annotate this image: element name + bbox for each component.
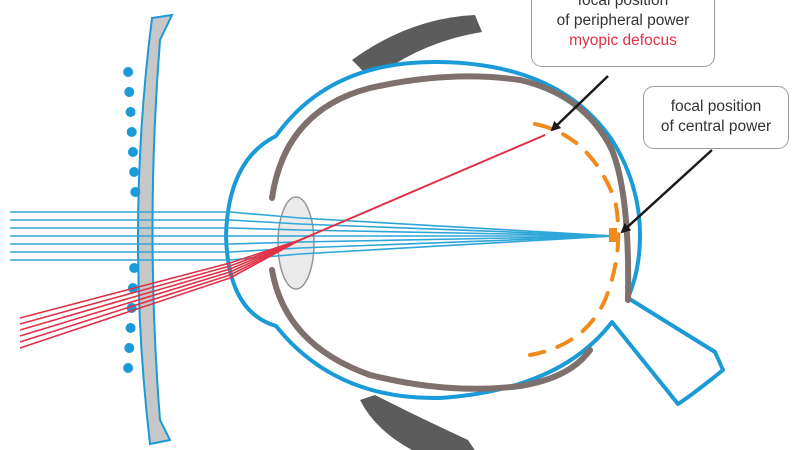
lens-dimple bbox=[125, 323, 136, 333]
choroid-upper bbox=[269, 73, 632, 303]
spectacle-lens bbox=[123, 13, 174, 446]
lens-dimple bbox=[127, 147, 138, 157]
peripheral-callout-line1: focal position bbox=[577, 0, 669, 9]
arrow-pointer-icon bbox=[620, 149, 713, 234]
lens-dimple bbox=[126, 127, 137, 137]
peripheral-callout-line2: of peripheral power bbox=[556, 12, 690, 29]
peripheral-focal-marker bbox=[528, 122, 621, 357]
central-focus-callout: focal position of central power bbox=[643, 86, 789, 149]
central-ray bbox=[10, 211, 615, 237]
central-ray bbox=[10, 235, 615, 253]
lens-dimple bbox=[124, 87, 135, 97]
lens-dimple bbox=[124, 343, 135, 353]
central-callout-line2: of central power bbox=[660, 118, 772, 135]
lens-dimple bbox=[130, 187, 141, 197]
lens-dimple bbox=[123, 363, 134, 373]
upper-eyelid bbox=[352, 15, 482, 80]
peripheral-rays bbox=[19, 134, 546, 349]
lens-dimple bbox=[125, 107, 136, 117]
lower-eyelid bbox=[360, 395, 475, 450]
lens-dimple bbox=[129, 167, 140, 177]
choroid-lower bbox=[269, 267, 593, 392]
central-ray bbox=[10, 219, 615, 237]
lens-dimple bbox=[123, 67, 134, 77]
central-focal-marker bbox=[609, 228, 617, 242]
arrow-pointer-icon bbox=[550, 75, 609, 132]
peripheral-focus-callout: focal position of peripheral power myopi… bbox=[531, 0, 715, 67]
myopic-defocus-label: myopic defocus bbox=[569, 32, 677, 49]
central-callout-line1: focal position bbox=[670, 98, 762, 115]
peripheral-ray bbox=[19, 134, 546, 349]
central-ray bbox=[10, 235, 615, 245]
central-ray bbox=[10, 227, 615, 237]
lens-dimple bbox=[129, 263, 140, 273]
